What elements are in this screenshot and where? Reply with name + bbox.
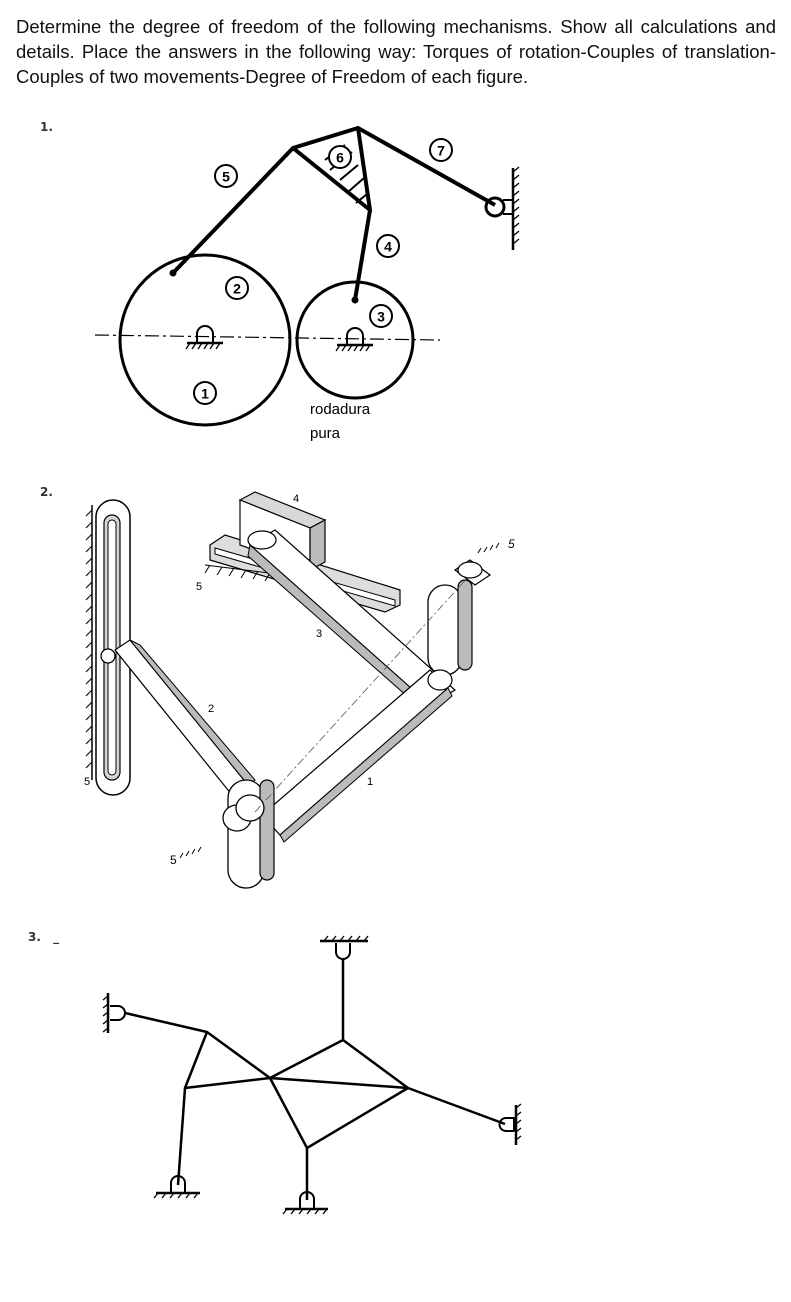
disc-3 <box>295 280 415 400</box>
hatch-top-right <box>477 542 500 554</box>
label-4: 4 <box>376 234 400 258</box>
figure-3-label: 3. <box>28 930 41 944</box>
svg-text:4: 4 <box>384 239 392 255</box>
ground-pivot-1 <box>185 325 223 350</box>
note-pure: pura <box>310 425 341 442</box>
label-5-left: 5 <box>84 776 90 788</box>
svg-text:3: 3 <box>377 309 385 325</box>
label-1: 1 <box>193 381 217 405</box>
label-4: 4 <box>293 493 299 505</box>
figure-1-mechanism: 1 2 3 4 5 6 7 rodadura pura <box>94 126 520 442</box>
link-7 <box>357 126 496 207</box>
figure-3-dash: _ <box>53 930 60 944</box>
svg-text:5: 5 <box>222 169 230 185</box>
link-4 <box>353 209 372 301</box>
link-5 <box>171 146 295 275</box>
link-2 <box>114 639 249 796</box>
figure-2-number: 2. <box>40 485 53 499</box>
axis-line <box>254 574 471 813</box>
label-7: 7 <box>429 138 453 162</box>
label-3: 3 <box>369 304 393 328</box>
label-5-bottom: 5 <box>170 853 177 867</box>
note-rolling: rodadura <box>310 401 371 418</box>
figure-3-mechanism <box>102 935 522 1215</box>
disc-2 <box>118 253 292 427</box>
center-line <box>94 334 441 341</box>
label-2: 2 <box>208 703 214 715</box>
svg-text:6: 6 <box>336 150 344 166</box>
label-1: 1 <box>367 776 373 788</box>
svg-text:1: 1 <box>201 386 209 402</box>
svg-text:7: 7 <box>437 143 445 159</box>
pivot-bracket-bottom <box>222 779 275 889</box>
figure-3-number: 3. _ <box>28 930 59 944</box>
question-text: Determine the degree of freedom of the f… <box>16 16 776 87</box>
svg-text:2: 2 <box>233 281 241 297</box>
label-3: 3 <box>316 628 322 640</box>
label-6: 6 <box>328 145 352 169</box>
hatch-bottom <box>179 846 202 859</box>
label-5-top: 5 <box>508 537 515 551</box>
label-2: 2 <box>225 276 249 300</box>
link-1 <box>261 669 449 836</box>
label-5-middle: 5 <box>196 581 202 593</box>
figure-2-mechanism: 4 5 5 3 2 5 1 5 <box>84 491 515 889</box>
label-5: 5 <box>214 164 238 188</box>
pivot-bracket-right <box>427 559 492 676</box>
figure-1-number: 1. <box>40 120 53 134</box>
ground-pivot-2 <box>335 327 373 352</box>
slotted-guide-5 <box>85 499 131 796</box>
ground-pivot-7 <box>484 166 520 250</box>
